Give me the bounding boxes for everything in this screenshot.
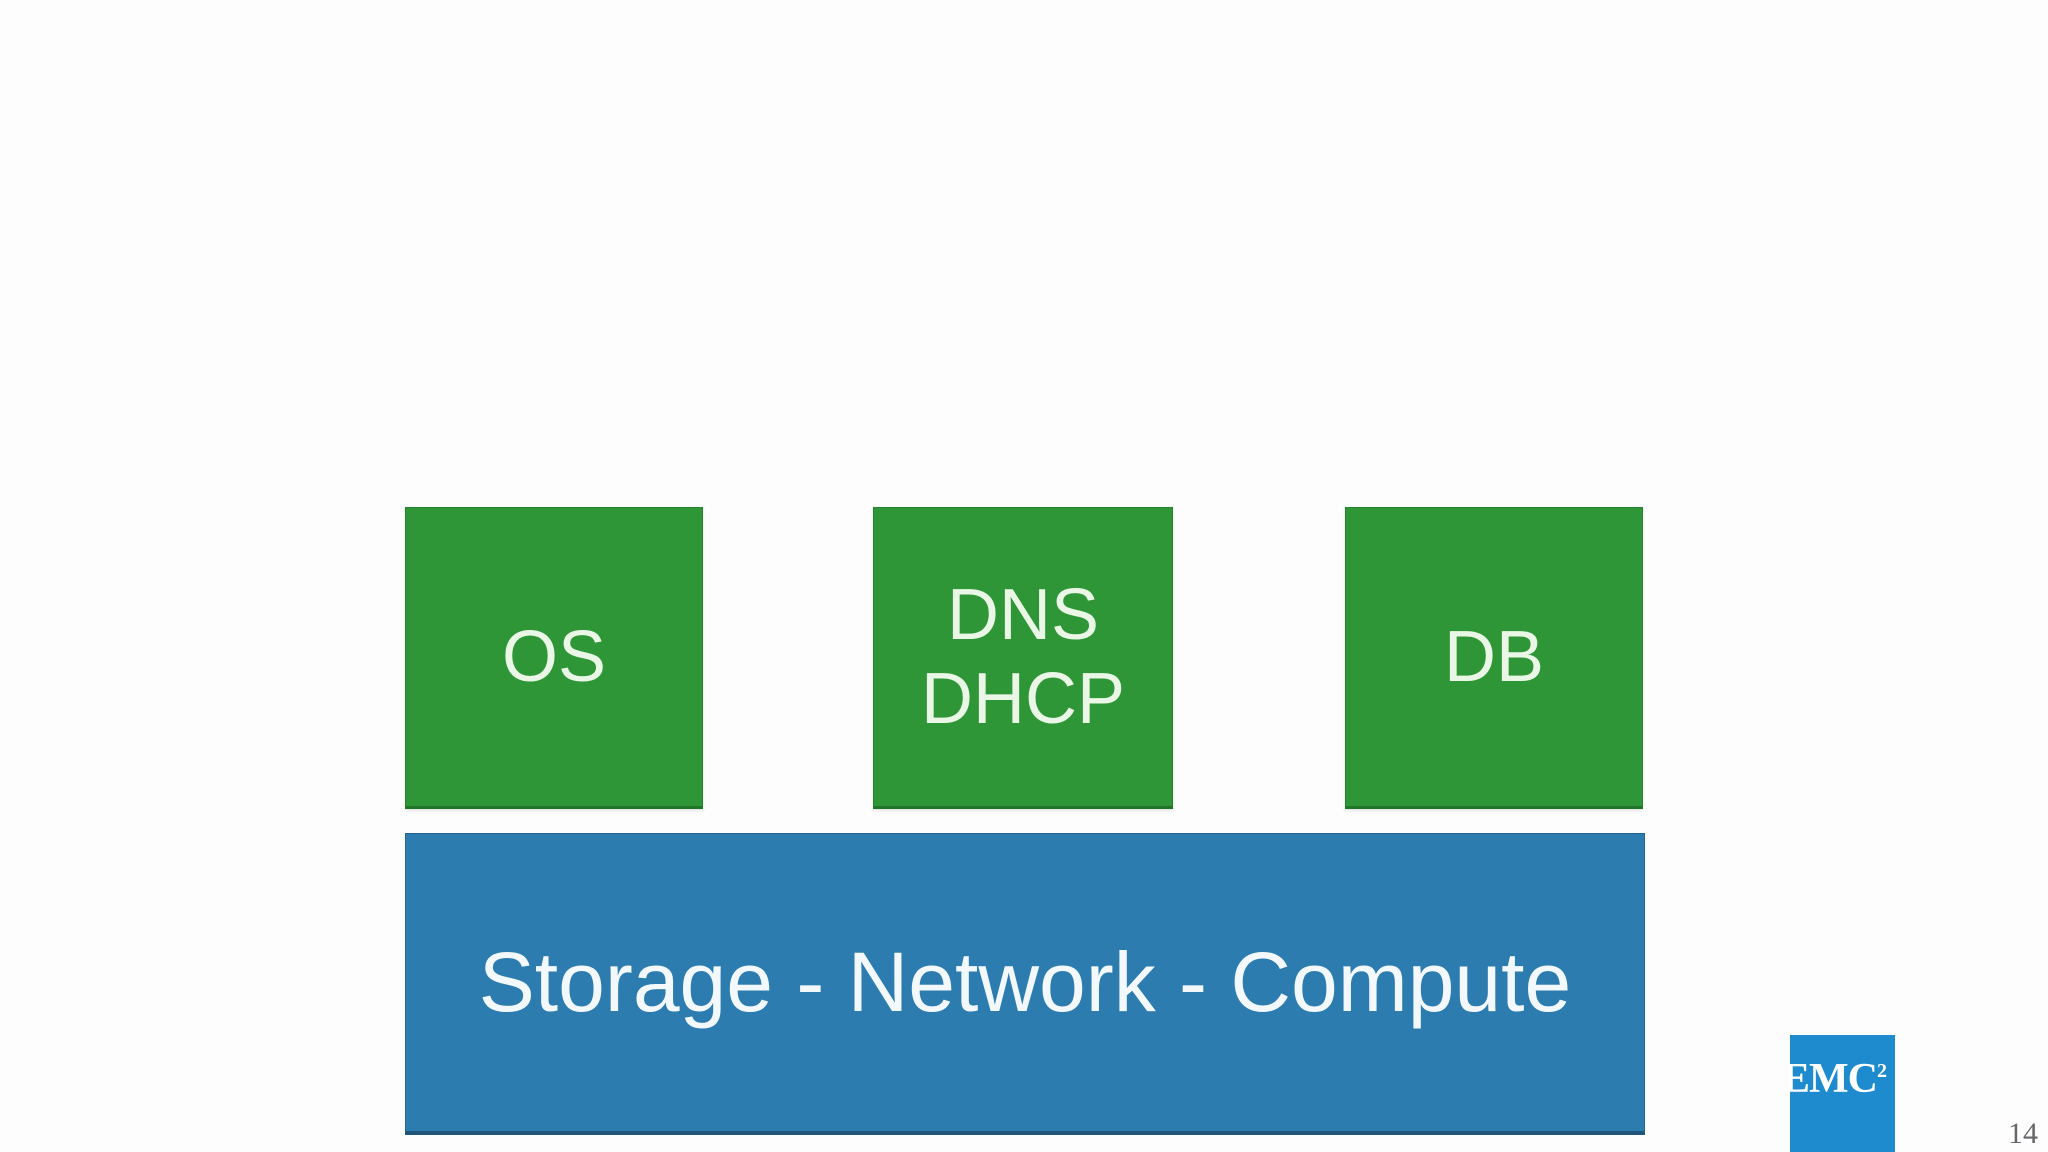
- foundation-bar: Storage - Network - Compute: [405, 833, 1645, 1135]
- emc-logo-word: EMC: [1790, 1056, 1878, 1102]
- box-dns-label-line1: DNS: [946, 575, 1099, 655]
- diagram-box-dns-dhcp: DNS DHCP: [873, 507, 1173, 809]
- emc-logo: EMC2: [1790, 1035, 1895, 1152]
- emc-logo-text: EMC2: [1790, 1055, 1887, 1103]
- diagram-box-os: OS: [405, 507, 703, 809]
- page-number: 14: [2008, 1117, 2038, 1150]
- box-dns-label-line2: DHCP: [920, 659, 1125, 739]
- box-db-label: DB: [1443, 617, 1545, 697]
- foundation-bar-label: Storage - Network - Compute: [478, 935, 1572, 1029]
- box-os-label: OS: [501, 617, 607, 697]
- diagram-box-db: DB: [1345, 507, 1643, 809]
- emc-logo-superscript: 2: [1877, 1060, 1887, 1082]
